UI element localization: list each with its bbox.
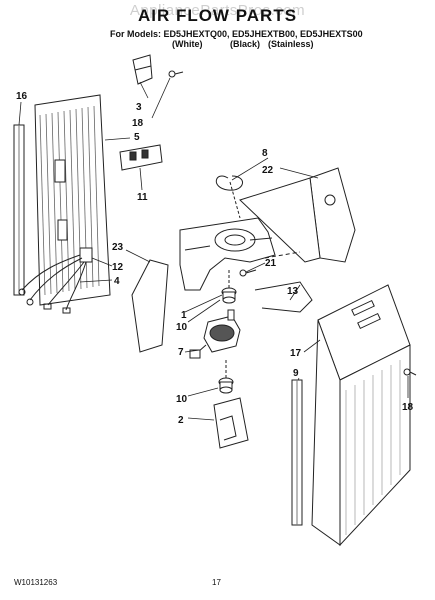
callout-23: 23: [112, 242, 124, 253]
models-line: For Models: ED5JHEXTQ00, ED5JHEXTB00, ED…: [110, 29, 363, 39]
callout-21: 21: [265, 258, 277, 269]
callout-11: 11: [137, 192, 148, 203]
callout-9: 9: [293, 368, 299, 379]
callout-2: 2: [178, 415, 184, 426]
part-21-screw: [239, 269, 257, 277]
callout-7: 7: [178, 347, 184, 358]
callout-3: 3: [136, 102, 142, 113]
part-23-cover: [131, 259, 169, 353]
page-number: 17: [212, 578, 221, 587]
callout-10-top: 10: [176, 322, 188, 333]
part-4-wire-harness: [18, 247, 93, 314]
part-5-liner-panel: [34, 94, 111, 306]
callout-12: 12: [112, 262, 124, 273]
callout-4: 4: [114, 276, 120, 287]
part-10-grommet-bottom: [218, 360, 234, 394]
callout-18-top: 18: [132, 118, 144, 129]
doc-number: W10131263: [14, 578, 58, 587]
page-title: AIR FLOW PARTS: [137, 6, 298, 25]
callout-18-right: 18: [402, 402, 414, 413]
part-10-grommet-top: [221, 270, 237, 304]
part-2-motor-bracket: [213, 397, 249, 449]
fan-shroud: [179, 217, 276, 291]
watermark: AppliancePartsPros.com: [129, 2, 306, 19]
callout-8: 8: [262, 148, 268, 159]
callout-13: 13: [287, 286, 299, 297]
callout-1: 1: [181, 310, 187, 321]
part-18-screw: [403, 368, 417, 376]
variant-black: (Black): [230, 39, 261, 49]
part-22-duct-housing: [239, 167, 356, 263]
variant-white: (White): [172, 39, 203, 49]
part-9-strip: [291, 379, 303, 526]
part-16-strip: [13, 124, 25, 296]
callout-22: 22: [262, 165, 274, 176]
part-17-cover-panel: [311, 284, 411, 547]
part-11-bracket: [119, 144, 163, 171]
part-3-bracket: [132, 54, 184, 85]
callout-5: 5: [134, 132, 140, 143]
callout-17: 17: [290, 348, 302, 359]
part-8-fan-blade: [215, 175, 243, 219]
callout-16: 16: [16, 91, 28, 102]
variant-stainless: (Stainless): [268, 39, 314, 49]
callout-10-bottom: 10: [176, 394, 188, 405]
part-7-fan-motor: [189, 309, 241, 359]
part-13-grille: [254, 251, 313, 313]
